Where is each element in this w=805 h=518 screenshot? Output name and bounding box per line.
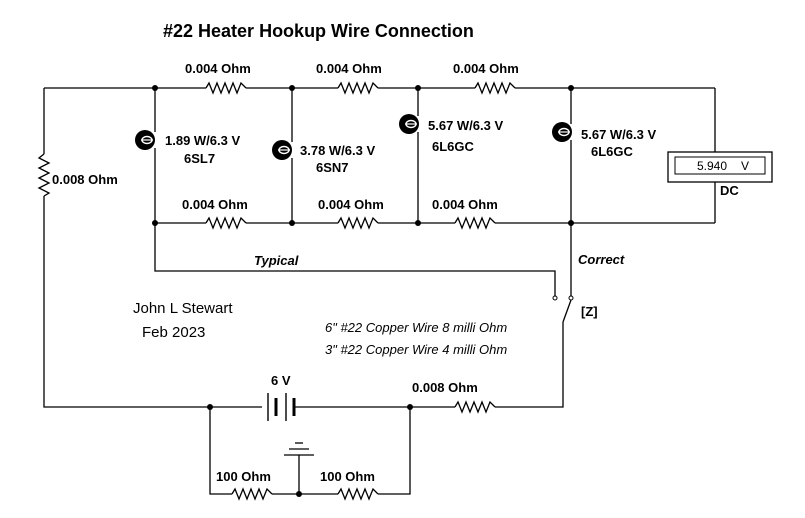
lamp-1-rating: 1.89 W/6.3 V — [165, 133, 240, 148]
resistor-bottom-3-label: 0.004 Ohm — [432, 197, 498, 212]
meter-reading: 5.940 — [697, 159, 727, 173]
resistor-ground-1 — [231, 487, 273, 501]
ground-network-wire — [209, 407, 411, 495]
diagram-title: #22 Heater Hookup Wire Connection — [163, 21, 474, 41]
lamp-2-tube: 6SN7 — [316, 160, 349, 175]
meter-unit: V — [741, 159, 749, 173]
resistor-top-3 — [474, 81, 516, 95]
resistor-left — [37, 153, 51, 197]
resistor-ground-2-label: 100 Ohm — [320, 469, 375, 484]
resistor-top-2-label: 0.004 Ohm — [316, 61, 382, 76]
ground-icon — [284, 442, 314, 494]
note-6in: 6" #22 Copper Wire 8 milli Ohm — [325, 320, 507, 335]
resistor-supply — [454, 400, 496, 414]
lamp-3-tube: 6L6GC — [432, 139, 475, 154]
switch-to-supply-wire — [495, 322, 564, 408]
switch-key-label: [Z] — [581, 304, 598, 319]
battery-label: 6 V — [271, 373, 291, 388]
typical-label: Typical — [254, 253, 299, 268]
battery — [267, 393, 296, 421]
lamp-4-icon — [552, 122, 572, 142]
switch — [552, 295, 574, 323]
lamp-3-icon — [399, 114, 419, 134]
lamp-4-tube: 6L6GC — [591, 144, 634, 159]
resistor-left-label: 0.008 Ohm — [52, 172, 118, 187]
lamp-3-rating: 5.67 W/6.3 V — [428, 118, 503, 133]
meter-mode: DC — [720, 183, 739, 198]
date: Feb 2023 — [142, 324, 205, 341]
lamp-1-tube: 6SL7 — [184, 151, 215, 166]
left-wire — [43, 88, 262, 408]
lamp-2-rating: 3.78 W/6.3 V — [300, 143, 375, 158]
correct-label: Correct — [578, 252, 625, 267]
lamp-4-rating: 5.67 W/6.3 V — [581, 127, 656, 142]
resistor-top-1-label: 0.004 Ohm — [185, 61, 251, 76]
lamp-1-icon — [135, 130, 155, 150]
resistor-bottom-2 — [337, 216, 379, 230]
resistor-bottom-2-label: 0.004 Ohm — [318, 197, 384, 212]
voltmeter — [667, 151, 773, 183]
resistor-bottom-1 — [205, 216, 247, 230]
resistor-supply-label: 0.008 Ohm — [412, 380, 478, 395]
resistor-ground-1-label: 100 Ohm — [216, 469, 271, 484]
lamp-2-icon — [272, 140, 292, 160]
resistor-top-1 — [205, 81, 247, 95]
typical-wire — [154, 223, 556, 296]
resistor-bottom-3 — [454, 216, 496, 230]
resistor-ground-2 — [337, 487, 379, 501]
resistor-bottom-1-label: 0.004 Ohm — [182, 197, 248, 212]
author: John L Stewart — [133, 300, 233, 317]
resistor-top-2 — [337, 81, 379, 95]
resistor-top-3-label: 0.004 Ohm — [453, 61, 519, 76]
note-3in: 3" #22 Copper Wire 4 milli Ohm — [325, 342, 507, 357]
